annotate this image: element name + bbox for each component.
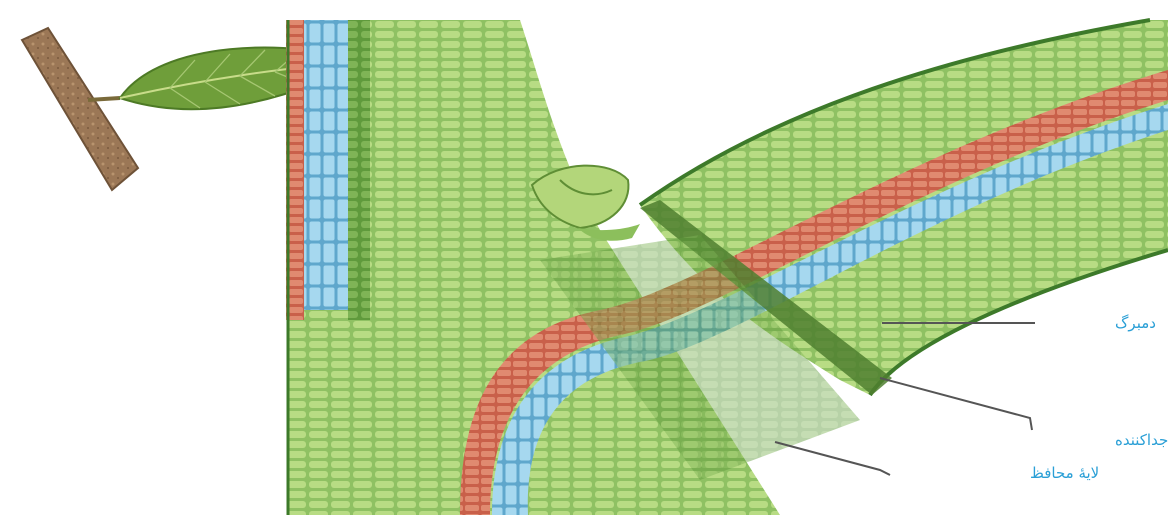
- label-abscission-layer-group: لایهٔ جداکننده: [880, 378, 1168, 449]
- label-protective-layer-group: لایهٔ محافظ: [775, 442, 1099, 482]
- label-abscission-layer: لایهٔ جداکننده: [1115, 431, 1168, 449]
- label-protective-layer: لایهٔ محافظ: [1030, 464, 1099, 482]
- label-petiole: دمبرگ: [1115, 314, 1156, 332]
